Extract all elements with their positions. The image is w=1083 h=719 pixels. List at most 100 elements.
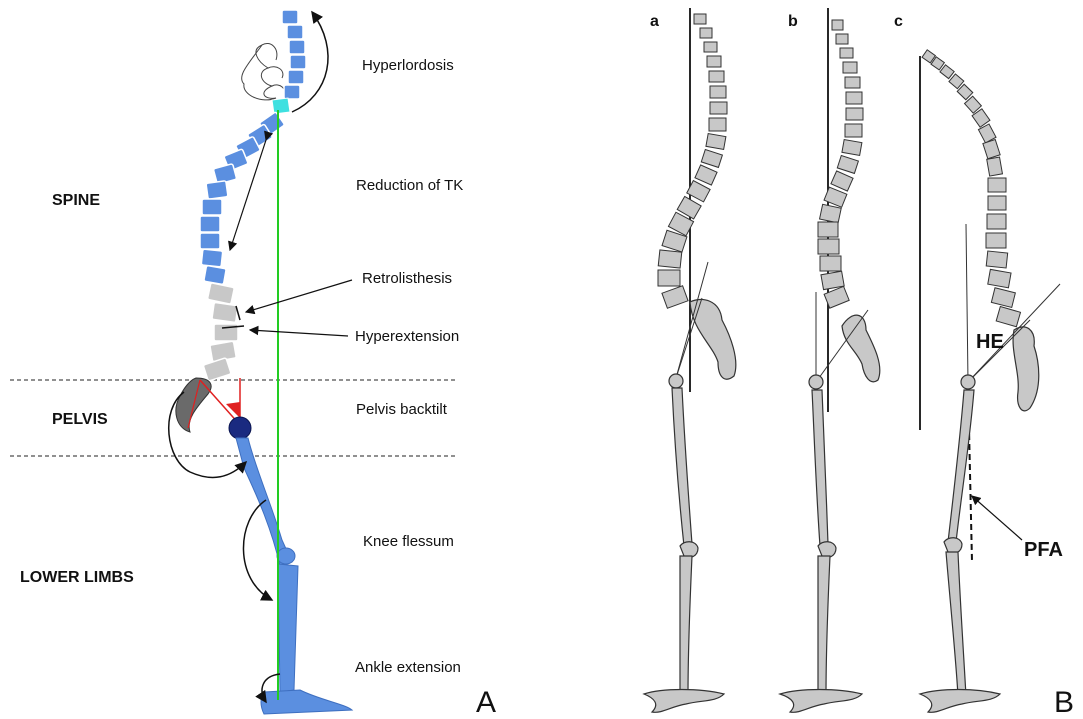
vertebra [290,55,306,69]
region-lower-limbs: LOWER LIMBS [20,569,134,586]
vertebra [706,134,726,150]
vertebra [207,283,234,305]
vertebra [289,40,305,54]
vertebra [710,86,726,98]
vertebra [846,92,862,104]
vertebra [983,140,1000,159]
pfa-pointer [972,496,1022,540]
panel-letter-b: B [1054,686,1074,719]
label-reduction-tk: Reduction of TK [356,177,463,194]
skeleton-a [644,8,736,712]
thoracic-spine [200,112,285,285]
region-spine: SPINE [52,192,100,209]
vertebra [988,196,1006,210]
vertebra [201,249,223,267]
tibia-b [818,556,830,696]
foot-c [920,690,1000,713]
vertebra [709,71,724,82]
vertebra [200,233,220,249]
lumbar-spine [203,283,238,382]
hip-a [669,374,683,388]
knee-b [818,542,836,558]
vertebra [836,34,848,44]
femur-axis-c [966,224,968,382]
sacrum-b [842,315,880,382]
foot-b [780,690,862,713]
label-pfa: PFA [1024,539,1063,561]
hip-c [961,375,975,389]
panel-a: SPINE PELVIS LOWER LIMBS [10,10,496,719]
vertebra [987,214,1006,229]
vertebra [700,28,712,38]
pelvic-tangent-a [676,298,702,378]
foot-a [644,690,724,713]
vertebra [842,140,862,156]
vertebra [212,302,238,322]
vertebra [202,199,222,215]
vertebra [658,250,682,268]
vertebra [818,222,838,237]
knee-c [944,538,962,554]
hip-b [809,375,823,389]
vertebra [845,124,862,137]
vertebra [284,85,300,99]
skeleton-c: HE PFA [920,50,1063,712]
sublabel-a: a [650,13,659,30]
vertebra [840,48,853,58]
panel-letter-a: A [476,686,496,719]
label-he: HE [976,331,1004,353]
vertebra [694,14,706,24]
vertebra [940,65,954,79]
hyperextension-pointer [250,330,348,336]
vertebra [846,108,863,120]
label-pelvis-backtilt: Pelvis backtilt [356,401,448,418]
vertebra [701,150,722,168]
vertebra [695,165,717,185]
tibia-a [680,556,692,696]
c7-vertebra [272,98,290,114]
vertebra [203,358,231,382]
spine-a [658,14,727,308]
vertebra [832,20,843,30]
vertebra [662,286,688,309]
cervical-spine [272,10,306,114]
vertebra [707,56,721,67]
vertebra [986,233,1006,248]
skeleton-b [780,8,880,712]
spine-b [818,20,863,308]
sublabel-c: c [894,13,903,30]
foot [261,690,352,714]
sacrum-c [1013,327,1039,411]
vertebra [287,25,303,39]
sacrum-a [690,299,736,379]
vertebra [709,118,726,131]
sublabel-b: b [788,13,798,30]
skull-jaw-outline [262,43,285,96]
vertebra [288,70,304,84]
label-retrolisthesis: Retrolisthesis [362,270,452,287]
vertebra [991,288,1015,308]
knee-joint [277,548,295,564]
vertebra [818,239,839,254]
vertebra [206,181,228,200]
panel-b: a b c [644,8,1074,719]
skull-outline [242,45,276,100]
vertebra [820,204,842,223]
vertebra [986,251,1007,268]
vertebra [996,307,1020,327]
vertebra [987,157,1003,176]
femur-b [812,390,828,546]
label-knee-flessum: Knee flessum [363,533,454,550]
femur-a [672,388,692,546]
vertebra [831,171,853,191]
tibia-c [946,552,966,696]
spine-c [922,50,1020,327]
vertebra [704,42,717,52]
vertebra [820,256,841,271]
label-hyperlordosis: Hyperlordosis [362,57,454,74]
tibia [278,564,298,692]
vertebra [821,271,844,289]
vertebra [988,178,1006,192]
vertebra [200,216,220,232]
